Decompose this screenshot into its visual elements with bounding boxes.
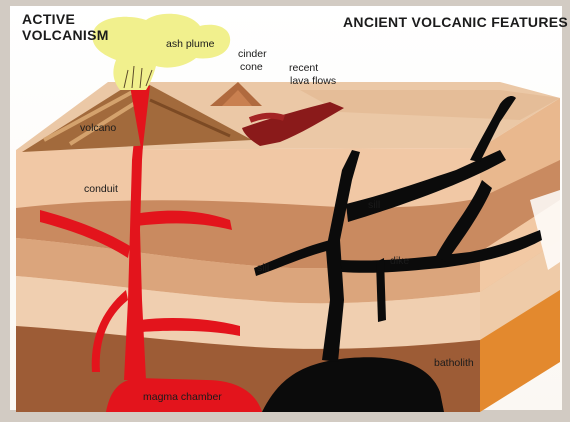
label-sill-upper: sill bbox=[368, 199, 380, 211]
heading-active-line1: ACTIVE bbox=[22, 11, 75, 27]
label-sill-lower: sill bbox=[257, 262, 269, 274]
label-cinder-line1: cinder bbox=[238, 48, 267, 60]
label-cinder-line2: cone bbox=[240, 61, 263, 73]
label-conduit: conduit bbox=[84, 183, 118, 195]
label-lava-line2: lava flows bbox=[290, 75, 336, 87]
label-ash-plume: ash plume bbox=[166, 38, 215, 50]
label-volcano: volcano bbox=[80, 122, 116, 134]
label-lava-line1: recent bbox=[289, 62, 318, 74]
label-batholith: batholith bbox=[434, 357, 474, 369]
label-dike: dike bbox=[390, 255, 409, 267]
heading-active-line2: VOLCANISM bbox=[22, 27, 109, 43]
label-magma-chamber: magma chamber bbox=[143, 391, 222, 403]
heading-ancient: ANCIENT VOLCANIC FEATURES bbox=[343, 14, 568, 30]
